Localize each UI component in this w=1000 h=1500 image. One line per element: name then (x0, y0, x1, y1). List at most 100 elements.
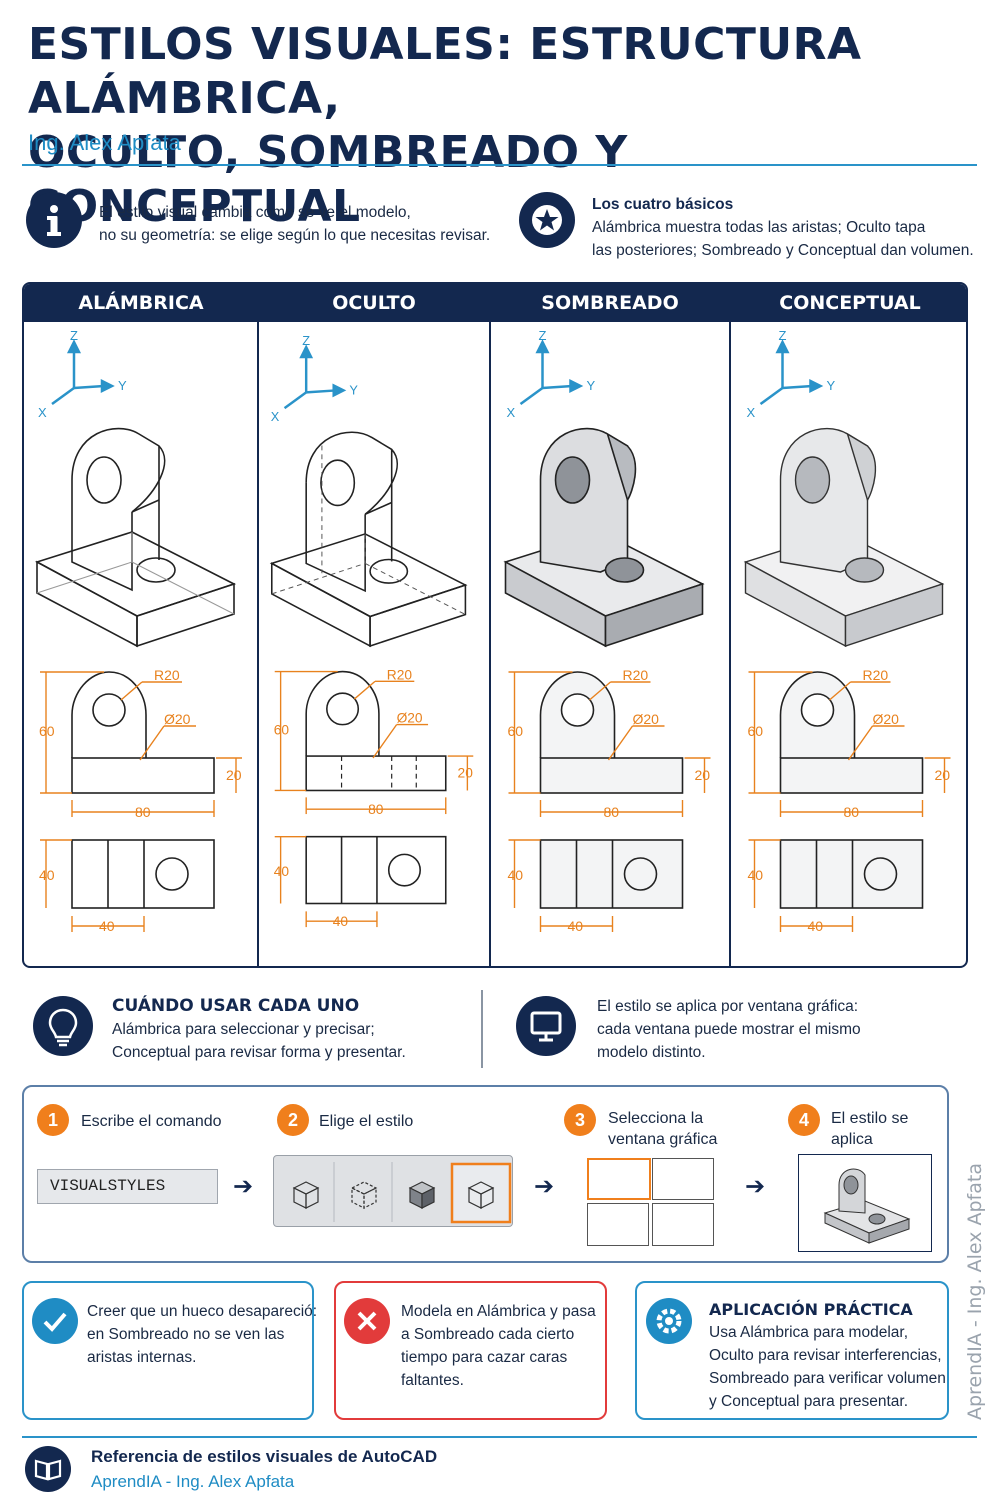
dim-radius: R20 (154, 667, 180, 683)
dim-height: 60 (748, 723, 764, 739)
title-line-2: OCULTO, SOMBREADO Y CONCEPTUAL (28, 127, 628, 232)
step-3-label: Selecciona la ventana gráfica (608, 1108, 717, 1150)
when-heading: CUÁNDO USAR CADA UNO (112, 996, 360, 1016)
when-line-2: Conceptual para revisar forma y presenta… (112, 1044, 406, 1061)
footer-subtitle: AprendIA - Ing. Alex Apfata (91, 1472, 295, 1491)
viewport-selected[interactable] (587, 1158, 651, 1200)
steps-panel (22, 1085, 949, 1263)
step-4-line-2: aplica (831, 1131, 873, 1148)
result-part-icon (823, 1168, 911, 1244)
footer-divider (22, 1436, 977, 1438)
arrow-right-icon: ➔ (745, 1173, 766, 1200)
dim-radius: R20 (863, 667, 889, 683)
visual-styles-table: ALÁMBRICA OCULTO SOMBREADO CONCEPTUAL Z … (22, 282, 968, 968)
monitor-icon (516, 996, 576, 1056)
command-input[interactable]: VISUALSTYLES (37, 1169, 218, 1204)
header-divider (22, 164, 977, 166)
step-1-badge: 1 (37, 1104, 69, 1136)
drawing-sombreado: Z Y X R20 Ø20 60 20 80 (503, 328, 711, 934)
dim-radius: R20 (623, 667, 649, 683)
axis-label-z: Z (302, 333, 310, 348)
practice-line-4: y Conceptual para presentar. (709, 1393, 909, 1410)
gear-icon (646, 1298, 692, 1344)
step-2-label: Elige el estilo (319, 1113, 414, 1130)
viewport-line-2: cada ventana puede mostrar el mismo (597, 1021, 861, 1038)
practice-line-1: Usa Alámbrica para modelar, (709, 1324, 909, 1341)
drawing-alambrica: Z Y X R20 Ø20 60 20 80 (34, 328, 242, 934)
section-divider (481, 990, 483, 1068)
bad-line-3: tiempo para cazar caras (401, 1349, 568, 1366)
intro-left: El estilo visual cambia cómo se ve el mo… (99, 201, 490, 247)
bad-line-1: Modela en Alámbrica y pasa (401, 1303, 596, 1320)
column-divider (489, 284, 491, 966)
arrow-right-icon: ➔ (233, 1173, 254, 1200)
front-view (71, 671, 215, 794)
axis-label-x: X (507, 405, 516, 420)
viewport[interactable] (652, 1158, 714, 1200)
axis-label-y: Y (118, 378, 127, 393)
drawing-conceptual: Z Y X R20 Ø20 60 20 80 (743, 328, 951, 934)
step-1-label: Escribe el comando (81, 1113, 222, 1130)
axis-label-y: Y (587, 378, 596, 393)
axis-label-z: Z (539, 328, 547, 343)
iso-part (34, 427, 237, 648)
tip-card-practice (635, 1281, 949, 1420)
dim-thickness: 20 (226, 767, 242, 783)
info-icon (26, 192, 82, 248)
viewport[interactable] (587, 1203, 649, 1246)
step-4-label: El estilo se aplica (831, 1108, 908, 1150)
close-icon (344, 1298, 390, 1344)
author: Ing. Alex Apfata (28, 130, 181, 155)
page-title: ESTILOS VISUALES: ESTRUCTURA ALÁMBRICA, … (28, 18, 968, 234)
column-title-sombreado: SOMBREADO (541, 292, 679, 314)
tip-card-practice-text: APLICACIÓN PRÁCTICA Usa Alámbrica para m… (709, 1298, 946, 1413)
dim-width: 80 (368, 802, 384, 817)
viewport-note: El estilo se aplica por ventana gráfica:… (597, 995, 861, 1064)
tip-card-mistake-text: Modela en Alámbrica y pasa a Sombreado c… (401, 1300, 596, 1392)
dim-half: 40 (568, 918, 584, 934)
dim-depth: 40 (39, 867, 55, 883)
dim-depth: 40 (274, 864, 290, 879)
ok-line-2: en Sombreado no se ven las (87, 1326, 285, 1343)
intro-right: Los cuatro básicos Alámbrica muestra tod… (592, 193, 974, 262)
intro-right-line-2: las posteriores; Sombreado y Conceptual … (592, 242, 974, 259)
dim-height: 60 (274, 722, 290, 737)
column-title-conceptual: CONCEPTUAL (779, 292, 921, 314)
top-dims (40, 839, 145, 932)
dim-width: 80 (604, 804, 620, 820)
ok-line-1: Creer que un hueco desapareció: (87, 1303, 318, 1320)
side-watermark: AprendIA - Ing. Alex Apfata (964, 1163, 986, 1420)
viewport-line-1: El estilo se aplica por ventana gráfica: (597, 998, 859, 1015)
practice-heading: APLICACIÓN PRÁCTICA (709, 1300, 913, 1319)
axis-label-y: Y (349, 382, 358, 397)
check-icon (32, 1298, 78, 1344)
axis-label-x: X (38, 405, 47, 420)
column-divider (257, 284, 259, 966)
dim-diameter: Ø20 (873, 711, 900, 727)
intro-right-heading: Los cuatro básicos (592, 196, 734, 213)
style-picker (273, 1155, 513, 1227)
dim-thickness: 20 (458, 766, 474, 781)
iso-part (269, 431, 468, 648)
top-view (71, 839, 215, 909)
dim-height: 60 (508, 723, 524, 739)
tip-card-ok-text: Creer que un hueco desapareció: en Sombr… (87, 1300, 317, 1369)
title-line-1: ESTILOS VISUALES: ESTRUCTURA ALÁMBRICA, (28, 19, 862, 124)
when-to-use: CUÁNDO USAR CADA UNO Alámbrica para sele… (112, 995, 406, 1064)
column-divider (729, 284, 731, 966)
dim-diameter: Ø20 (633, 711, 660, 727)
dim-radius: R20 (387, 667, 413, 682)
bad-line-2: a Sombreado cada cierto (401, 1326, 575, 1343)
practice-line-2: Oculto para revisar interferencias, (709, 1347, 942, 1364)
dim-thickness: 20 (935, 767, 951, 783)
footer-title: Referencia de estilos visuales de AutoCA… (91, 1447, 438, 1466)
step-4-badge: 4 (788, 1104, 820, 1136)
axis-label-x: X (747, 405, 756, 420)
ok-line-3: aristas internas. (87, 1349, 197, 1366)
column-title-alambrica: ALÁMBRICA (78, 292, 204, 314)
practice-line-3: Sombreado para verificar volumen (709, 1370, 946, 1387)
dim-half: 40 (808, 918, 824, 934)
viewport[interactable] (652, 1203, 714, 1246)
column-title-oculto: OCULTO (332, 292, 416, 314)
dim-thickness: 20 (695, 767, 711, 783)
